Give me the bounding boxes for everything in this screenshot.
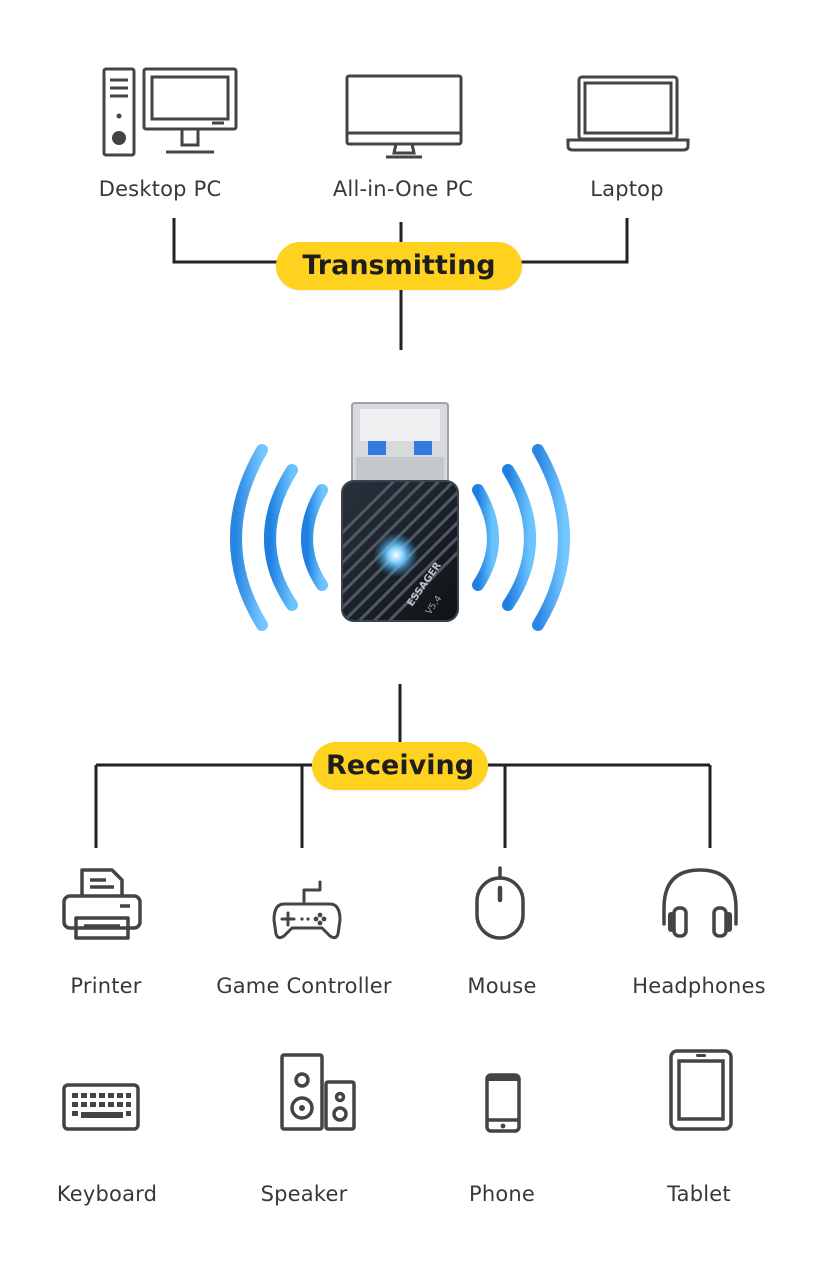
all-in-one-pc-icon <box>345 74 463 159</box>
tablet-label: Tablet <box>667 1182 731 1206</box>
phone-label: Phone <box>468 1182 536 1206</box>
receiving-badge: Receiving <box>312 742 488 790</box>
tablet-icon <box>669 1049 733 1131</box>
keyboard-icon <box>62 1083 140 1131</box>
game-controller-label: Game Controller <box>216 974 392 998</box>
headphones-label: Headphones <box>632 974 766 998</box>
usb-connector-icon <box>351 402 449 488</box>
laptop-icon <box>566 75 690 152</box>
phone-icon <box>485 1073 521 1133</box>
laptop-label: Laptop <box>590 177 664 201</box>
transmitting-badge: Transmitting <box>276 242 522 290</box>
bluetooth-adapter: ESSAGER V5.4 <box>230 402 570 631</box>
mouse-label: Mouse <box>467 974 537 998</box>
signal-waves-right-icon <box>472 444 570 631</box>
signal-waves-left-icon <box>230 444 328 631</box>
desktop-pc-label: Desktop PC <box>98 177 222 201</box>
printer-label: Printer <box>70 974 142 998</box>
keyboard-label: Keyboard <box>56 1182 158 1206</box>
game-controller-icon <box>272 880 342 940</box>
all-in-one-pc-label: All-in-One PC <box>332 177 474 201</box>
mouse-icon <box>475 866 525 940</box>
desktop-pc-icon <box>102 67 238 157</box>
speaker-icon <box>280 1053 356 1131</box>
speaker-label: Speaker <box>260 1182 348 1206</box>
printer-icon <box>62 868 142 940</box>
line-laptop <box>512 218 629 264</box>
line-desktop <box>172 218 290 264</box>
headphones-icon <box>662 868 738 938</box>
